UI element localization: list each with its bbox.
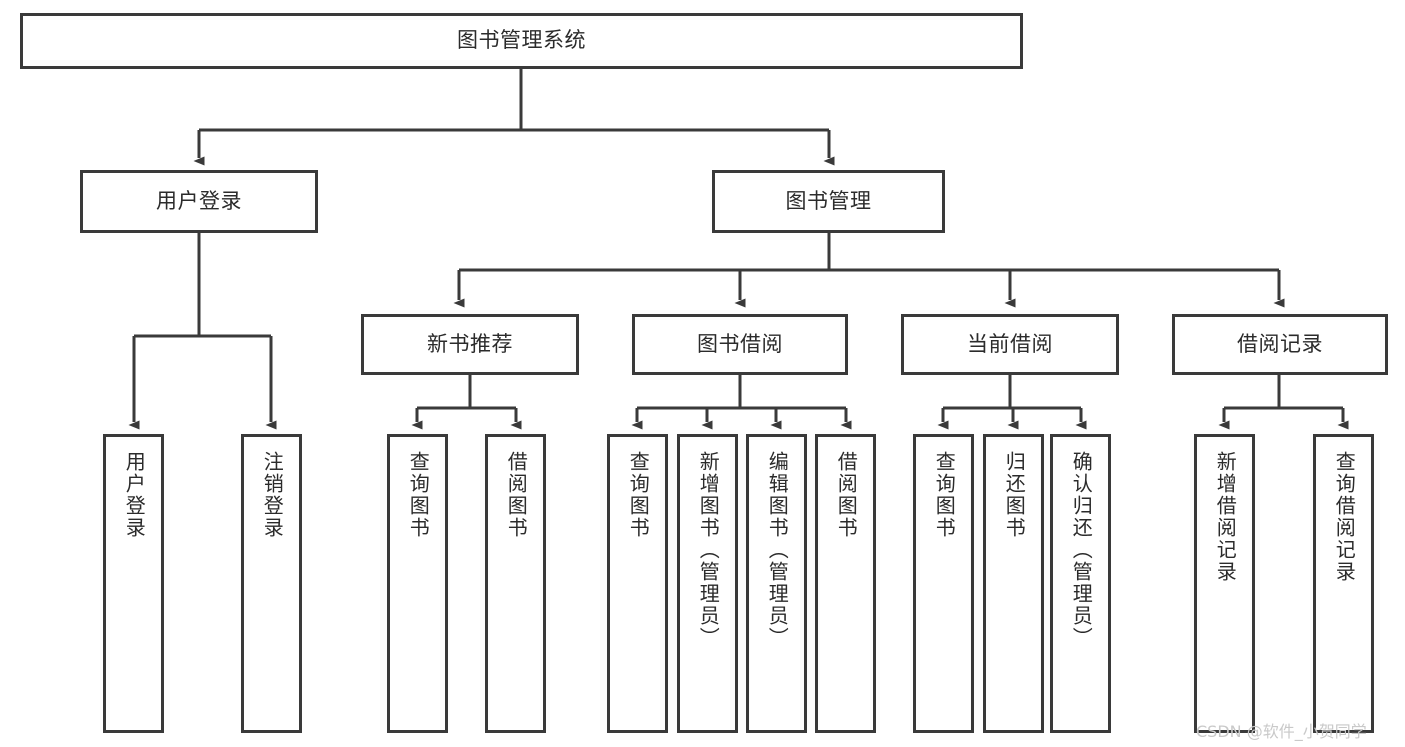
node-current-borrow-label: 当前借阅 (967, 331, 1053, 356)
node-leaf-add-record[interactable]: 新增借阅记录 (1194, 434, 1255, 733)
node-leaf-return-book[interactable]: 归还图书 (983, 434, 1044, 733)
node-leaf-user-logout[interactable]: 注销登录 (241, 434, 302, 733)
node-leaf-borrow-book-1-label: 借阅图书 (504, 451, 529, 539)
node-leaf-edit-book[interactable]: 编辑图书（管理员） (746, 434, 807, 733)
node-leaf-add-book-label: 新增图书（管理员） (696, 451, 721, 649)
node-leaf-add-record-label: 新增借阅记录 (1213, 451, 1238, 583)
node-leaf-query-record[interactable]: 查询借阅记录 (1313, 434, 1374, 733)
node-leaf-user-login[interactable]: 用户登录 (103, 434, 164, 733)
node-book-borrow[interactable]: 图书借阅 (632, 314, 848, 375)
node-new-book-recommend-label: 新书推荐 (427, 331, 513, 356)
node-new-book-recommend[interactable]: 新书推荐 (361, 314, 579, 375)
csdn-watermark: CSDN @软件_小贺同学 (1196, 722, 1367, 741)
node-leaf-borrow-book-1[interactable]: 借阅图书 (485, 434, 546, 733)
node-root-label: 图书管理系统 (457, 28, 586, 53)
node-book-manage-label: 图书管理 (785, 188, 872, 213)
node-borrow-record[interactable]: 借阅记录 (1172, 314, 1388, 375)
node-book-borrow-label: 图书借阅 (697, 331, 783, 356)
node-root[interactable]: 图书管理系统 (20, 13, 1023, 69)
node-leaf-user-logout-label: 注销登录 (260, 451, 285, 539)
node-leaf-borrow-book-2[interactable]: 借阅图书 (815, 434, 876, 733)
node-leaf-query-book-1-label: 查询图书 (406, 451, 431, 539)
node-leaf-query-book-3[interactable]: 查询图书 (913, 434, 974, 733)
node-user-login-label: 用户登录 (156, 188, 242, 213)
node-leaf-confirm-return-label: 确认归还（管理员） (1069, 451, 1094, 649)
node-leaf-query-record-label: 查询借阅记录 (1332, 451, 1357, 583)
node-leaf-user-login-label: 用户登录 (122, 451, 147, 539)
node-leaf-borrow-book-2-label: 借阅图书 (834, 451, 859, 539)
node-current-borrow[interactable]: 当前借阅 (901, 314, 1119, 375)
node-leaf-add-book[interactable]: 新增图书（管理员） (677, 434, 738, 733)
node-leaf-confirm-return[interactable]: 确认归还（管理员） (1050, 434, 1111, 733)
node-leaf-return-book-label: 归还图书 (1002, 451, 1027, 539)
node-leaf-query-book-3-label: 查询图书 (932, 451, 957, 539)
node-leaf-edit-book-label: 编辑图书（管理员） (765, 451, 790, 649)
node-leaf-query-book-2-label: 查询图书 (626, 451, 651, 539)
node-borrow-record-label: 借阅记录 (1237, 331, 1323, 356)
node-leaf-query-book-2[interactable]: 查询图书 (607, 434, 668, 733)
node-leaf-query-book-1[interactable]: 查询图书 (387, 434, 448, 733)
node-user-login[interactable]: 用户登录 (80, 170, 318, 233)
node-book-manage[interactable]: 图书管理 (712, 170, 945, 233)
